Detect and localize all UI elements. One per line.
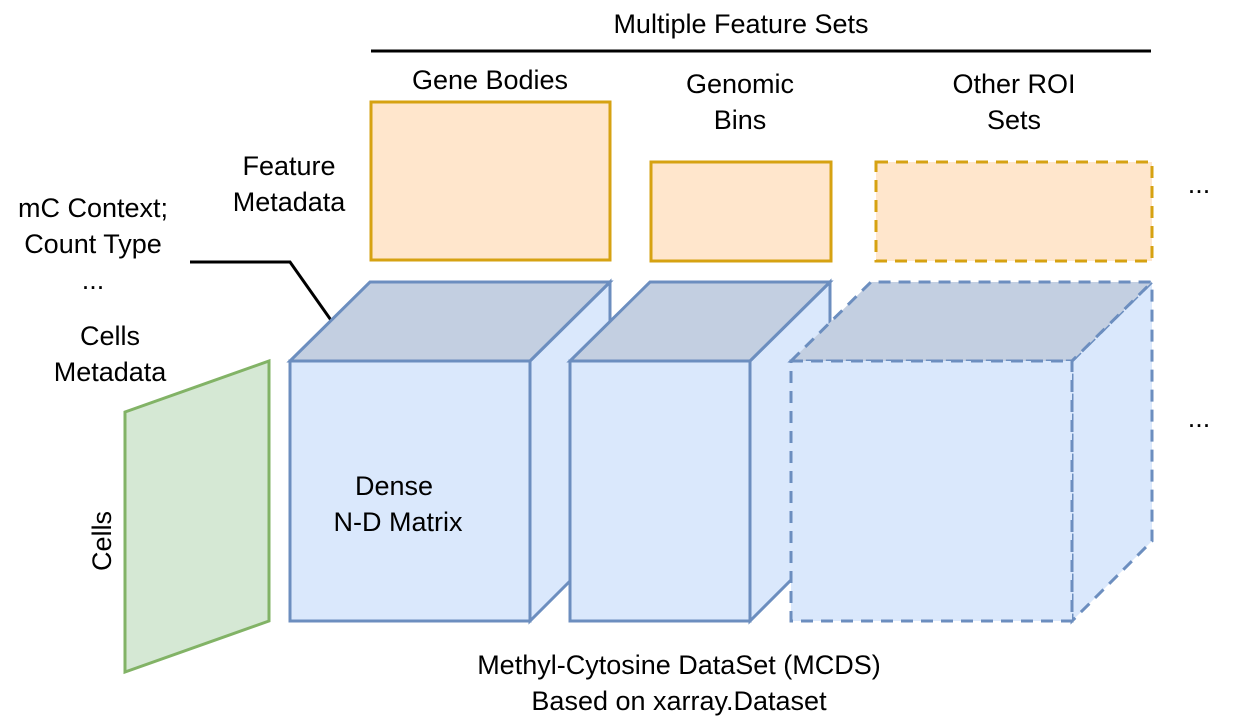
cells-axis-label: Cells [87, 511, 117, 571]
feature-metadata-label-line1: Feature [242, 151, 335, 181]
mc-context-pointer-line [190, 260, 335, 324]
mc-context-label-ellipsis: ... [82, 265, 105, 295]
cells-metadata-panel [123, 358, 271, 675]
cells-metadata-label-line1: Cells [80, 321, 140, 351]
cube3-front-face [789, 359, 1074, 623]
gene-bodies-matrix-cube [286, 278, 614, 625]
cells-metadata-label-line2: Metadata [54, 357, 168, 387]
matrix-label-line1: Dense [355, 471, 433, 501]
other-roi-sets-matrix-cube [787, 278, 1156, 625]
multiple-feature-sets-title: Multiple Feature Sets [613, 9, 868, 39]
mc-context-label-line2: Count Type [24, 229, 162, 259]
other-roi-sets-label-line1: Other ROI [952, 69, 1075, 99]
genomic-bins-label-line1: Genomic [686, 69, 794, 99]
mc-context-label-line1: mC Context; [18, 193, 168, 223]
genomic-bins-matrix-cube [566, 278, 834, 625]
mcds-footer-line2: Based on xarray.Dataset [531, 686, 827, 716]
ellipsis-middle: ... [1188, 403, 1211, 433]
cube3-top-face [787, 280, 1156, 363]
ellipsis-top: ... [1188, 169, 1211, 199]
mcds-footer-line1: Methyl-Cytosine DataSet (MCDS) [477, 650, 881, 680]
cube2-front-face [568, 359, 752, 623]
other-roi-sets-feature-box [874, 160, 1154, 263]
genomic-bins-feature-box [649, 160, 833, 263]
genomic-bins-label-line2: Bins [714, 105, 767, 135]
gene-bodies-label: Gene Bodies [412, 65, 568, 95]
cube1-front-face [288, 359, 532, 623]
matrix-label-line2: N-D Matrix [334, 507, 463, 537]
other-roi-sets-label-line2: Sets [987, 105, 1041, 135]
gene-bodies-feature-box [369, 100, 612, 262]
feature-metadata-label-line2: Metadata [233, 187, 347, 217]
